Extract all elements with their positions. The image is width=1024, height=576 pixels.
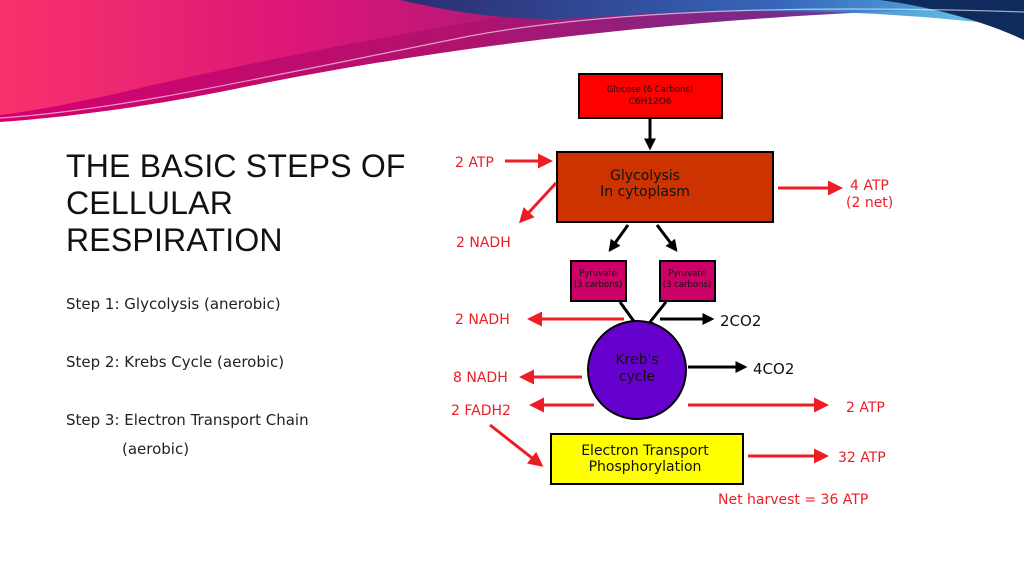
pyruvate-left-carbons: (3 carbons) <box>574 280 623 290</box>
decorative-banner <box>0 0 1024 122</box>
glycolysis-label: Glycolysis <box>610 168 680 184</box>
etc-box <box>550 433 744 485</box>
pyruvate-right-carbons: (3 carbons) <box>663 280 712 290</box>
nadh-glycolysis-label: 2 NADH <box>456 235 511 251</box>
krebs-cycle-circle <box>587 320 687 420</box>
fadh2-label: 2 FADH2 <box>451 403 511 419</box>
net-harvest-label: Net harvest = 36 ATP <box>718 492 868 508</box>
pyruvate-right-box <box>659 260 716 302</box>
pyruvate-right-label: Pyruvate <box>668 269 706 279</box>
krebs-cycle-label: cycle <box>619 369 655 385</box>
arrow-to-etc <box>489 423 544 467</box>
nadh-pyruvate-label: 2 NADH <box>455 312 510 328</box>
atp-krebs-label: 2 ATP <box>846 400 885 416</box>
arrow-to-pyruvate-left <box>608 224 630 252</box>
krebs-label: Kreb's <box>615 352 658 368</box>
step-3-text: Step 3: Electron Transport Chain <box>66 411 309 429</box>
pyruvate-left-box <box>570 260 627 302</box>
atp-output-label: 4 ATP <box>850 178 889 194</box>
glycolysis-box <box>556 151 774 223</box>
etc-phosphorylation-label: Phosphorylation <box>589 459 702 475</box>
atp-input-label: 2 ATP <box>455 155 494 171</box>
etc-label: Electron Transport <box>581 443 709 459</box>
glycolysis-location: In cytoplasm <box>600 184 690 200</box>
title-line-1: THE BASIC STEPS OF <box>66 148 406 184</box>
arrow-nadh-glycolysis <box>518 181 558 224</box>
arrow-to-pyruvate-right <box>655 224 678 252</box>
title-line-3: RESPIRATION <box>66 222 283 258</box>
step-2-text: Step 2: Krebs Cycle (aerobic) <box>66 353 285 371</box>
atp-net-label: (2 net) <box>846 195 893 211</box>
step-1-text: Step 1: Glycolysis (anerobic) <box>66 295 281 313</box>
glucose-box <box>578 73 723 119</box>
title-line-2: CELLULAR <box>66 185 234 221</box>
nadh-krebs-label: 8 NADH <box>453 370 508 386</box>
co2-krebs-label: 4CO2 <box>753 360 794 378</box>
co2-pyruvate-label: 2CO2 <box>720 312 761 330</box>
step-3-continuation: (aerobic) <box>122 440 190 458</box>
glucose-formula: C6H12O6 <box>628 97 671 107</box>
pyruvate-left-label: Pyruvate <box>579 269 617 279</box>
glucose-label: Glucose (6 Carbons) <box>607 85 693 95</box>
slide-title: THE BASIC STEPS OF CELLULAR RESPIRATION <box>66 148 406 259</box>
atp-etc-label: 32 ATP <box>838 450 886 466</box>
